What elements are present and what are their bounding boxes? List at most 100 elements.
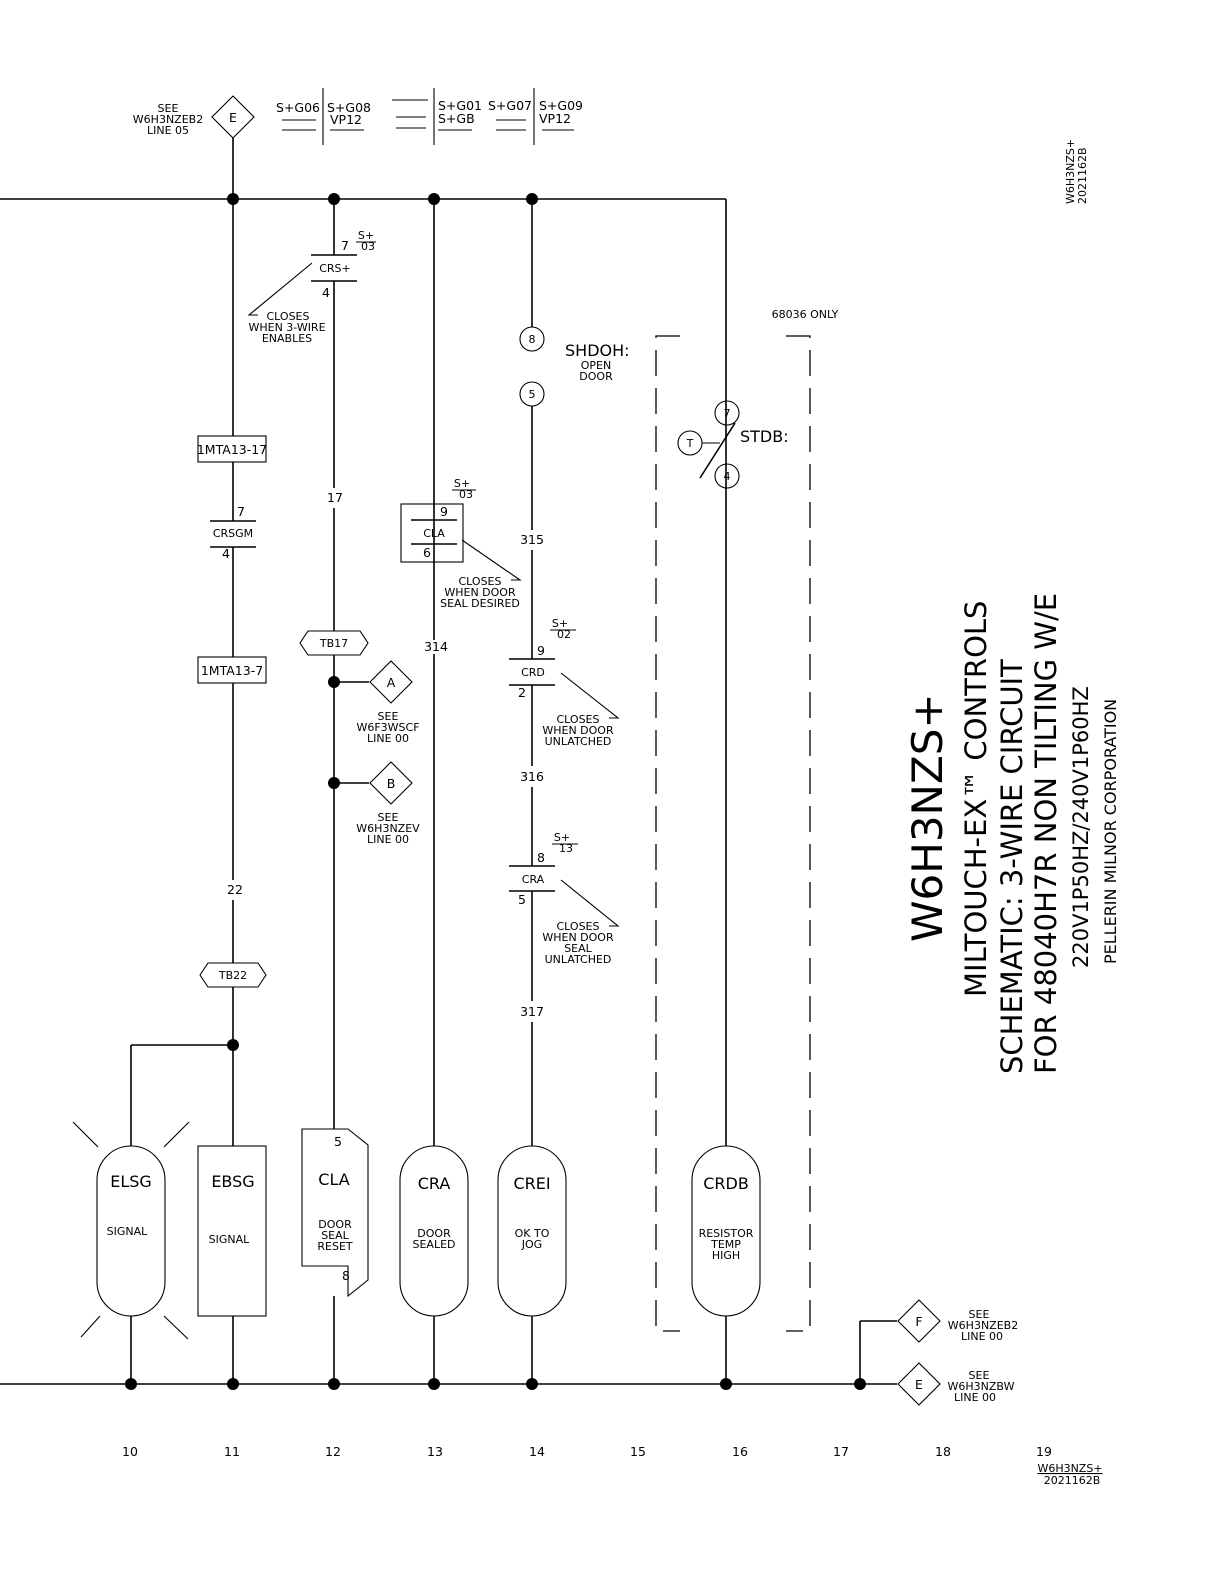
footer-code-1: W6H3NZS+ — [1037, 1462, 1102, 1475]
crs-note-1: CLOSES — [267, 310, 310, 323]
crs-label: CRS+ — [319, 262, 351, 275]
option-boundary-right — [786, 335, 811, 1332]
sheetref-g09: S+G09 — [539, 98, 583, 113]
ebsg-name: EBSG — [211, 1172, 254, 1191]
sheetref-g07: S+G07 — [488, 98, 532, 113]
e2-see-2: W6H3NZBW — [948, 1380, 1015, 1393]
cra-contact-ref-num: S+ — [554, 831, 570, 844]
cla-coil-top-pin: 5 — [334, 1134, 342, 1149]
title-line1: MILTOUCH-EX™ CONTROLS — [959, 601, 993, 997]
crd-note-2: WHEN DOOR — [542, 724, 614, 737]
side-code-2: 2021162B — [1076, 147, 1089, 204]
title-line5: PELLERIN MILNOR CORPORATION — [1101, 699, 1120, 964]
crd-ref-den: 02 — [557, 628, 571, 641]
crd-bottom-pin: 2 — [518, 685, 526, 700]
cra-contact-label: CRA — [522, 873, 545, 886]
shdoh-bottom-pin: 5 — [529, 388, 536, 401]
bottom-references: F SEE W6H3NZEB2 LINE 00 E SEE W6H3NZBW L… — [859, 1299, 1018, 1406]
terminal-1mta13-17 — [197, 435, 267, 463]
cla-ref-num: S+ — [454, 477, 470, 490]
side-code-1: W6H3NZS+ — [1064, 139, 1077, 204]
junction-dots — [125, 193, 866, 1390]
wire-314: 314 — [424, 639, 448, 654]
title-line3: FOR 48040H7R NON TILTING W/E — [1029, 593, 1063, 1074]
b-see-1: SEE — [378, 811, 399, 824]
line-number: 11 — [224, 1444, 240, 1459]
footer-code-2: 2021162B — [1044, 1474, 1101, 1487]
tb22-label: TB22 — [218, 969, 247, 982]
e2-see-3: LINE 00 — [954, 1391, 996, 1404]
shdoh-pin-8 — [519, 326, 545, 352]
cra-contact-top-pin: 8 — [537, 850, 545, 865]
ebsg-desc: SIGNAL — [209, 1233, 251, 1246]
crd-note-1: CLOSES — [557, 713, 600, 726]
wire-315: 315 — [520, 532, 544, 547]
rung-12: 7 S+ 03 CRS+ 4 CLOSES WHEN 3-WIRE ENABLE… — [247, 199, 420, 1384]
shdoh-top-pin: 8 — [529, 333, 536, 346]
title-block: W6H3NZS+ MILTOUCH-EX™ CONTROLS SCHEMATIC… — [903, 593, 1120, 1074]
cla-coil-bottom-pin: 8 — [342, 1268, 350, 1283]
line-number: 15 — [630, 1444, 646, 1459]
crs-ref-den: 03 — [361, 240, 375, 253]
line-number: 17 — [833, 1444, 849, 1459]
cra-coil-desc-1: DOOR — [417, 1227, 451, 1240]
top-see-1: SEE — [158, 102, 179, 115]
line-numbers: 10 11 12 13 14 15 16 17 18 19 — [122, 1444, 1052, 1459]
option-boundary-left — [655, 335, 680, 1332]
off-page-connector-b — [369, 761, 413, 805]
crsgm-top-pin: 7 — [237, 504, 245, 519]
cra-coil-desc-2: SEALED — [412, 1238, 455, 1251]
top-reference-e: SEE W6H3NZEB2 LINE 05 E — [133, 95, 255, 139]
crd-note-3: UNLATCHED — [545, 735, 612, 748]
cla-contact-label: CLA — [423, 527, 445, 540]
elsg-name: ELSG — [110, 1172, 152, 1191]
stdb-pin-7 — [714, 400, 740, 426]
wire-316: 316 — [520, 769, 544, 784]
sheetref-g08: S+G08 — [327, 100, 371, 115]
crei-desc-2: JOG — [521, 1238, 542, 1251]
crei-coil-name: CREI — [513, 1174, 550, 1193]
ebsg-indicator — [197, 1145, 267, 1317]
crsgm-label: CRSGM — [213, 527, 253, 540]
b-tag: B — [387, 776, 396, 791]
cla-coil-desc-2: SEAL — [321, 1229, 349, 1242]
cra-note-2: WHEN DOOR — [542, 931, 614, 944]
rung-11: 1MTA13-17 7 CRSGM 4 1MTA13-7 22 TB22 EBS… — [130, 199, 267, 1384]
line-number: 18 — [935, 1444, 951, 1459]
crs-ref-num: S+ — [358, 229, 374, 242]
stdb-bottom-pin: 4 — [724, 470, 731, 483]
terminal-1mta13-17-label: 1MTA13-17 — [197, 442, 267, 457]
elsg-signal-lamp: ELSG SIGNAL — [72, 1121, 190, 1384]
e2-tag: E — [915, 1377, 923, 1392]
cla-note-2: WHEN DOOR — [444, 586, 516, 599]
a-see-2: W6F3WSCF — [356, 721, 419, 734]
top-tag: E — [229, 110, 237, 125]
terminal-1mta13-7 — [197, 656, 267, 684]
stdb-name: STDB: — [740, 427, 789, 446]
tb17-label: TB17 — [319, 637, 348, 650]
crs-top-pin: 7 — [341, 238, 349, 253]
rung-16: 68036 ONLY 7 4 T STDB: CRDB RESISTOR TEM… — [655, 308, 839, 1384]
cla-reset-coil — [301, 1128, 369, 1298]
crs-note-3: ENABLES — [262, 332, 312, 345]
off-page-connector-a — [369, 660, 413, 704]
line-number: 10 — [122, 1444, 138, 1459]
shdoh-desc-2: DOOR — [579, 370, 613, 383]
wire-22: 22 — [227, 882, 243, 897]
terminal-tb17 — [299, 630, 369, 656]
crd-label: CRD — [521, 666, 545, 679]
shdoh-name: SHDOH: — [565, 341, 630, 360]
cla-note-1: CLOSES — [459, 575, 502, 588]
sheetref-gb: S+GB — [438, 111, 475, 126]
crs-bottom-pin: 4 — [322, 285, 330, 300]
stdb-top-pin: 7 — [724, 407, 731, 420]
f-see-3: LINE 00 — [961, 1330, 1003, 1343]
crdb-desc-2: TEMP — [710, 1238, 741, 1251]
crs-note-2: WHEN 3-WIRE — [248, 321, 325, 334]
crdb-desc-1: RESISTOR — [699, 1227, 754, 1240]
top-see-2: W6H3NZEB2 — [133, 113, 203, 126]
title-line2: SCHEMATIC: 3-WIRE CIRCUIT — [995, 659, 1029, 1074]
e2-see-1: SEE — [969, 1369, 990, 1382]
title-line4: 220V1P50HZ/240V1P60HZ — [1069, 686, 1093, 968]
top-see-3: LINE 05 — [147, 124, 189, 137]
